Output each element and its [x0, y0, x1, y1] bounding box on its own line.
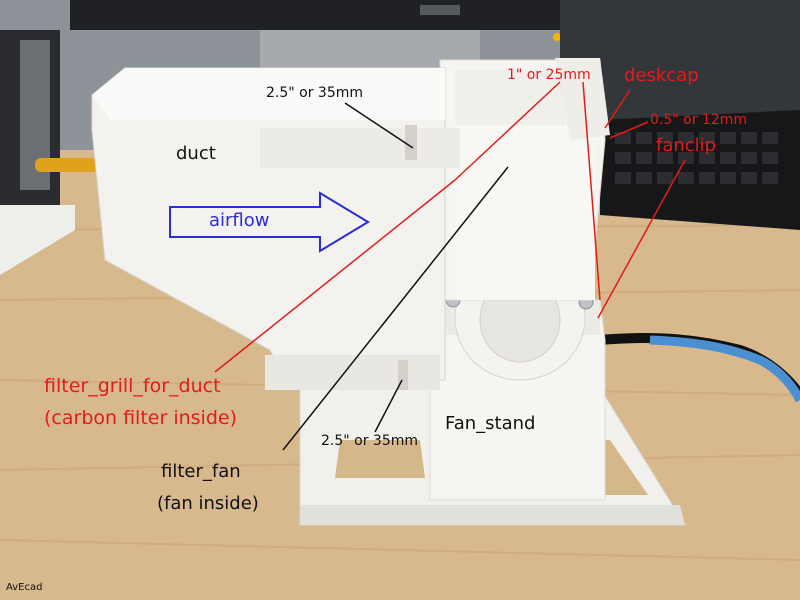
filter-grill-note-label: (carbon filter inside) [44, 407, 237, 429]
monitor-logo [420, 5, 460, 15]
leader-fanclip [597, 159, 686, 319]
filter-fan-label: filter_fan [161, 461, 241, 482]
filter-grill-label: filter_grill_for_duct [44, 375, 221, 397]
deskcap-label: deskcap [624, 65, 699, 86]
deskcap-part [555, 58, 610, 140]
filter-fan-top [455, 70, 565, 125]
leader-deskcap [604, 89, 631, 129]
leader-deskcap-dim-b [582, 81, 601, 301]
leader-fanclip-dim [609, 121, 649, 139]
leader-deskcap-dim-a [454, 81, 561, 181]
watermark-label: AvEcad [6, 582, 43, 593]
screwdriver-handle [35, 158, 105, 172]
duct-slot-bottom [398, 360, 408, 390]
filter-fan-note-label: (fan inside) [157, 493, 259, 514]
leader-duct-dim [344, 102, 414, 149]
base-front-edge [300, 505, 685, 525]
blue-cable-sleeve [649, 335, 800, 403]
leader-filter-fan [282, 166, 509, 451]
filter-fan-face [455, 125, 595, 300]
monitor-bezel [70, 0, 570, 30]
fan-stand-label: Fan_stand [445, 413, 536, 434]
white-tray [0, 205, 75, 275]
fanclip-label: fanclip [656, 135, 717, 156]
base-cutout-left [335, 440, 425, 478]
stand-dimension-label: 2.5" or 35mm [321, 433, 419, 449]
deskcap-dimension-label: 1" or 25mm [507, 67, 591, 83]
duct-grill-top-rail [260, 128, 460, 168]
leader-filter-grill [214, 179, 456, 373]
keyboard-keys [615, 132, 778, 184]
duct-grill-bottom-rail [265, 355, 440, 390]
airflow-label: airflow [209, 210, 270, 231]
duct-slot-top [405, 125, 417, 160]
monitor-power-light [553, 33, 561, 41]
duct-dimension-label: 2.5" or 35mm [266, 85, 364, 101]
leader-stand-dim [374, 379, 403, 433]
duct-label: duct [176, 143, 216, 164]
duct-top [92, 68, 445, 120]
fanclip-dimension-label: 0.5" or 12mm [650, 112, 748, 128]
airflow-arrow [169, 191, 370, 253]
